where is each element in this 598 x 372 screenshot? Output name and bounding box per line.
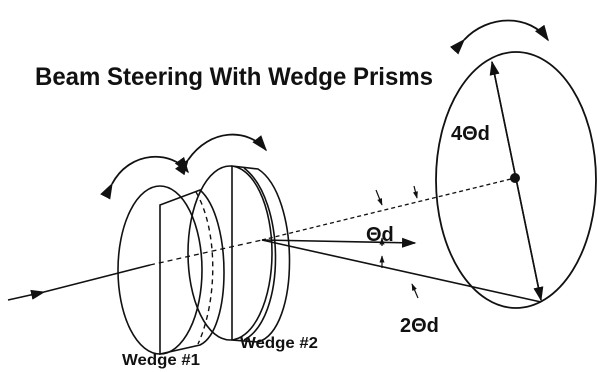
projection-circle bbox=[435, 51, 597, 309]
beam-path bbox=[7, 177, 542, 303]
incoming-beam bbox=[7, 289, 46, 301]
label-wedge-1: Wedge #1 bbox=[122, 352, 200, 369]
label-theta-d: Θd bbox=[366, 224, 394, 246]
label-wedge-2: Wedge #2 bbox=[240, 335, 318, 352]
optical-axis-dashed bbox=[261, 177, 516, 241]
rotation-arrow-wedge-2 bbox=[175, 133, 268, 176]
label-four-theta-d: 4Θd bbox=[451, 123, 490, 145]
center-dot bbox=[510, 173, 520, 183]
label-two-theta-d: 2Θd bbox=[400, 315, 439, 337]
deviated-beam-theta bbox=[261, 237, 417, 248]
rotation-arrows bbox=[100, 19, 549, 200]
angle-markers bbox=[375, 185, 419, 299]
wedge-1 bbox=[117, 185, 225, 355]
deviated-beam-2theta bbox=[261, 239, 542, 303]
diagram-title: Beam Steering With Wedge Prisms bbox=[35, 63, 433, 91]
rotation-arrow-wedge-1 bbox=[100, 155, 189, 200]
rotation-arrow-circle bbox=[449, 19, 549, 55]
